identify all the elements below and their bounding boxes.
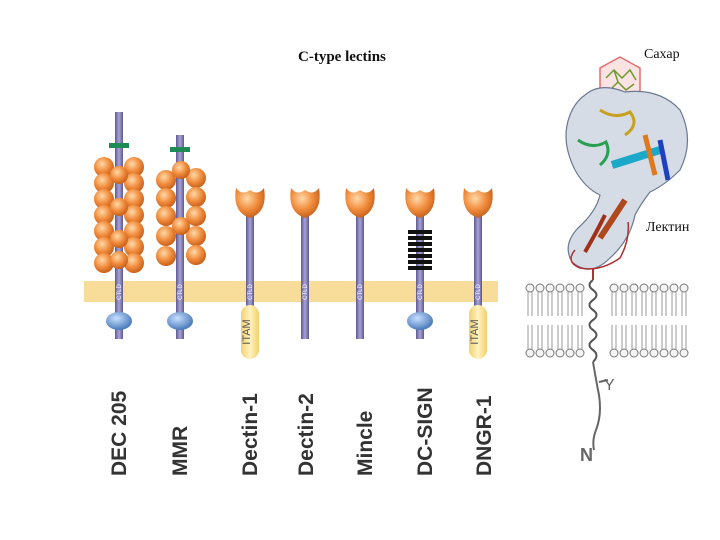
- receptor-dectin2: CTLD: [290, 188, 320, 339]
- ctld-label: CTLD: [358, 284, 364, 300]
- ctld-label: CTLD: [248, 284, 254, 300]
- ctld-label: CTLD: [476, 284, 482, 300]
- sugar-molecule: [605, 68, 637, 91]
- receptor-mmr: CTLD: [156, 135, 206, 339]
- lipid-bilayer: [525, 283, 689, 358]
- itam-label: ITAM: [241, 319, 253, 344]
- binding-site-marker: [170, 147, 190, 152]
- crd-cluster: [94, 157, 144, 273]
- cytoplasmic-tail: [592, 361, 601, 451]
- protein-surface: [565, 87, 689, 270]
- tyrosine-motif: [106, 312, 132, 330]
- receptor-name: Mincle: [354, 411, 377, 476]
- receptor-name: DNGR-1: [473, 395, 496, 476]
- figure-title: C-type lectins: [298, 49, 386, 65]
- neck-repeats: [408, 230, 432, 270]
- crd: [235, 188, 265, 218]
- tyrosine-motif: [407, 312, 433, 330]
- receptor-name: Dectin-2: [295, 393, 318, 476]
- receptor-name: DEC 205: [108, 390, 131, 476]
- receptor-name: MMR: [169, 426, 192, 476]
- receptor-mincle: CTLD: [345, 188, 375, 339]
- receptor-dectin1: CTLD ITAM: [235, 188, 265, 359]
- protein-fold: [577, 108, 671, 254]
- membrane-band: [84, 281, 498, 302]
- crd: [345, 188, 375, 218]
- tyrosine-label: Y: [604, 377, 615, 394]
- itam-motif: [241, 305, 259, 359]
- transmembrane-helix: [588, 279, 598, 363]
- receptor-dngr1: CTLD ITAM: [463, 188, 493, 359]
- crd-cluster: [156, 161, 206, 266]
- crd: [405, 188, 435, 218]
- ctld-label: CTLD: [117, 284, 123, 300]
- lectin-structure-panel: Y N: [525, 56, 689, 465]
- crd: [463, 188, 493, 218]
- receptor-dec205: CTLD: [94, 112, 144, 339]
- ctld-label: CTLD: [303, 284, 309, 300]
- receptor-dc-sign: CTLD: [405, 188, 435, 339]
- itam-motif: [469, 305, 487, 359]
- itam-label: ITAM: [469, 319, 481, 344]
- tyrosine-motif: [167, 312, 193, 330]
- ctld-label: CTLD: [418, 284, 424, 300]
- ctld-label: CTLD: [178, 284, 184, 300]
- crd: [290, 188, 320, 218]
- n-terminus-label: N: [580, 445, 593, 465]
- lectin-label: Лектин: [646, 220, 690, 235]
- receptor-labels: DEC 205 MMR Dectin-1 Dectin-2 Mincle DC-…: [108, 387, 496, 476]
- receptor-name: Dectin-1: [239, 393, 262, 476]
- binding-site-marker: [109, 143, 129, 148]
- sugar-label: Сахар: [644, 47, 680, 62]
- lectin-outline: [570, 221, 630, 270]
- receptor-name: DC-SIGN: [414, 387, 437, 476]
